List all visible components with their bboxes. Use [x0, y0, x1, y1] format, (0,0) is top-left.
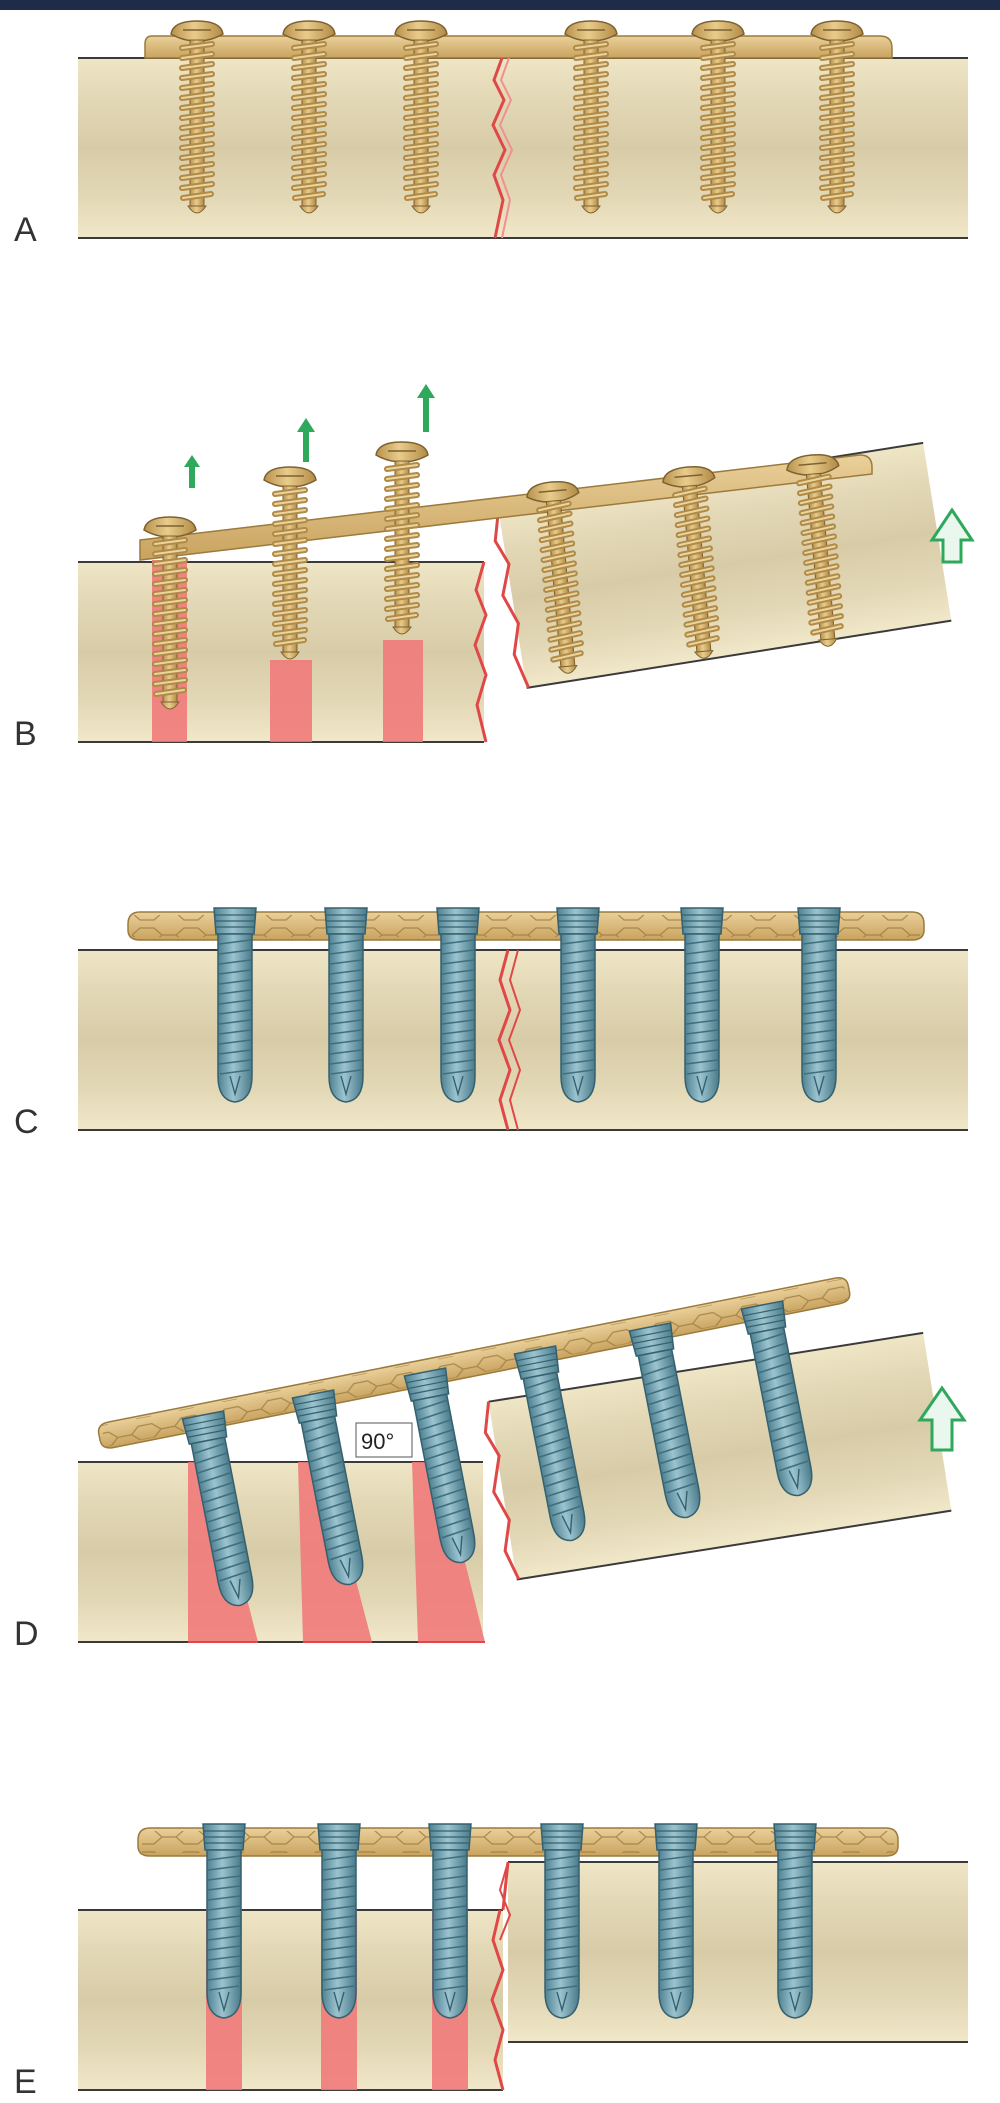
panel-label-a: A: [14, 211, 37, 249]
header-bar: [0, 0, 1000, 10]
plate-a: [144, 35, 893, 59]
pull-out-arrow: [184, 384, 435, 488]
plate-d: [97, 1277, 851, 1449]
locking-screw: [317, 1823, 361, 2019]
panel-label-d: D: [14, 1615, 39, 1653]
locking-screw: [202, 1823, 246, 2019]
failure-zone: [270, 660, 312, 742]
bone-right-d: [483, 1331, 952, 1581]
locking-screw: [654, 1823, 698, 2019]
panel-e: E: [14, 1823, 968, 2101]
locking-screw: [436, 907, 480, 1103]
failure-zone: [383, 640, 423, 742]
fracture-line-a: [491, 57, 507, 239]
locking-screw: [680, 907, 724, 1103]
right-angle-marker: 90°: [355, 1422, 413, 1458]
angle-label: 90°: [361, 1429, 394, 1454]
panel-b: B: [14, 384, 975, 753]
locking-screw: [797, 907, 841, 1103]
lift-arrow: [917, 1385, 967, 1452]
panel-c: C: [14, 907, 968, 1141]
panel-label-e: E: [14, 2063, 37, 2101]
lift-arrow: [929, 507, 975, 564]
locking-screw: [773, 1823, 817, 2019]
fracture-line-d: [483, 1401, 521, 1580]
locking-screw: [324, 907, 368, 1103]
locking-screw: [540, 1823, 584, 2019]
fracture-line-c: [497, 949, 512, 1131]
locking-screw: [556, 907, 600, 1103]
panel-a: A: [14, 21, 968, 249]
locking-screw: [428, 1823, 472, 2019]
locking-screw: [213, 907, 257, 1103]
panel-d: 90° D: [14, 1277, 967, 1653]
panel-label-c: C: [14, 1103, 39, 1141]
fracture-line-b: [493, 509, 530, 689]
bone-right-e: [508, 1862, 968, 2042]
panel-label-b: B: [14, 715, 37, 753]
